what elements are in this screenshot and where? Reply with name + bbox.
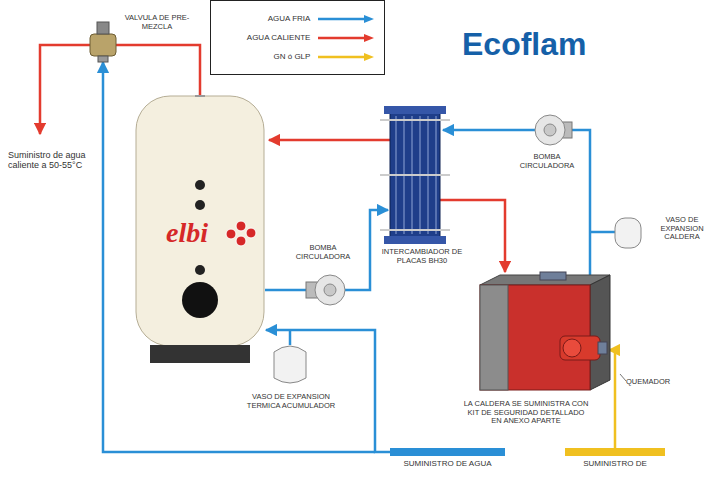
cold-pipe: [265, 289, 306, 292]
brand-logo: Ecoflam: [462, 26, 642, 63]
component-label: BOMBA CIRCULADORA: [510, 153, 584, 170]
component-label: VASO DE EXPANSION TERMICA ACUMULADOR: [236, 393, 346, 410]
band-label: SUMINISTRO DE: [565, 459, 665, 468]
hot-pipe: [40, 45, 90, 134]
cold-pipe: [572, 130, 590, 278]
hot-pipe: [269, 139, 390, 142]
storage-tank: elbi: [135, 95, 265, 365]
leader-line: [620, 374, 626, 381]
hot-pipe: [116, 45, 200, 95]
burner: [560, 336, 607, 360]
cold-pipe: [443, 129, 538, 132]
legend-row: AGUA CALIENTE: [219, 28, 376, 47]
cold-pipe: [289, 330, 292, 345]
hot-pipe: [440, 200, 505, 272]
legend-text: GN ó GLP: [219, 52, 316, 61]
cold-pipe: [266, 330, 390, 452]
component-label: VALVULA DE PRE-MEZCLA: [120, 14, 194, 31]
cold-pipe: [590, 231, 615, 234]
component-label: INTERCAMBIADOR DE PLACAS BH30: [378, 248, 466, 265]
legend-row: GN ó GLP: [219, 47, 376, 66]
cold-pipe: [345, 210, 388, 290]
plate-exchanger: [380, 106, 450, 244]
component-label: Suministro de agua caliente a 50-55°C: [8, 150, 92, 171]
supply-band: SUMINISTRO DE AGUA: [390, 448, 505, 468]
cold-pipe: [103, 62, 375, 452]
legend-swatch: [316, 52, 376, 62]
boiler: [480, 272, 610, 390]
component-label: BOMBA CIRCULADORA: [284, 244, 362, 261]
component-label: VASO DE EXPANSION CALDERA: [648, 216, 716, 242]
circulation-pump: [535, 115, 572, 145]
mixing-valve: [90, 22, 116, 62]
circulation-pump: [306, 275, 345, 305]
expansion-vessel: [274, 346, 306, 383]
component-label: QUEMADOR: [626, 378, 686, 387]
expansion-vessel: [615, 218, 641, 248]
legend-text: AGUA FRIA: [219, 14, 316, 23]
band-label: SUMINISTRO DE AGUA: [390, 459, 505, 468]
legend-box: AGUA FRIA AGUA CALIENTE GN ó GLP: [210, 0, 385, 75]
supply-band: SUMINISTRO DE: [565, 448, 665, 468]
legend-row: AGUA FRIA: [219, 9, 376, 28]
legend-swatch: [316, 33, 376, 43]
legend-swatch: [316, 14, 376, 24]
legend-text: AGUA CALIENTE: [219, 33, 316, 42]
brand-logo: elbi: [143, 219, 231, 247]
component-label: LA CALDERA SE SUMINISTRA CON KIT DE SEGU…: [462, 400, 590, 426]
